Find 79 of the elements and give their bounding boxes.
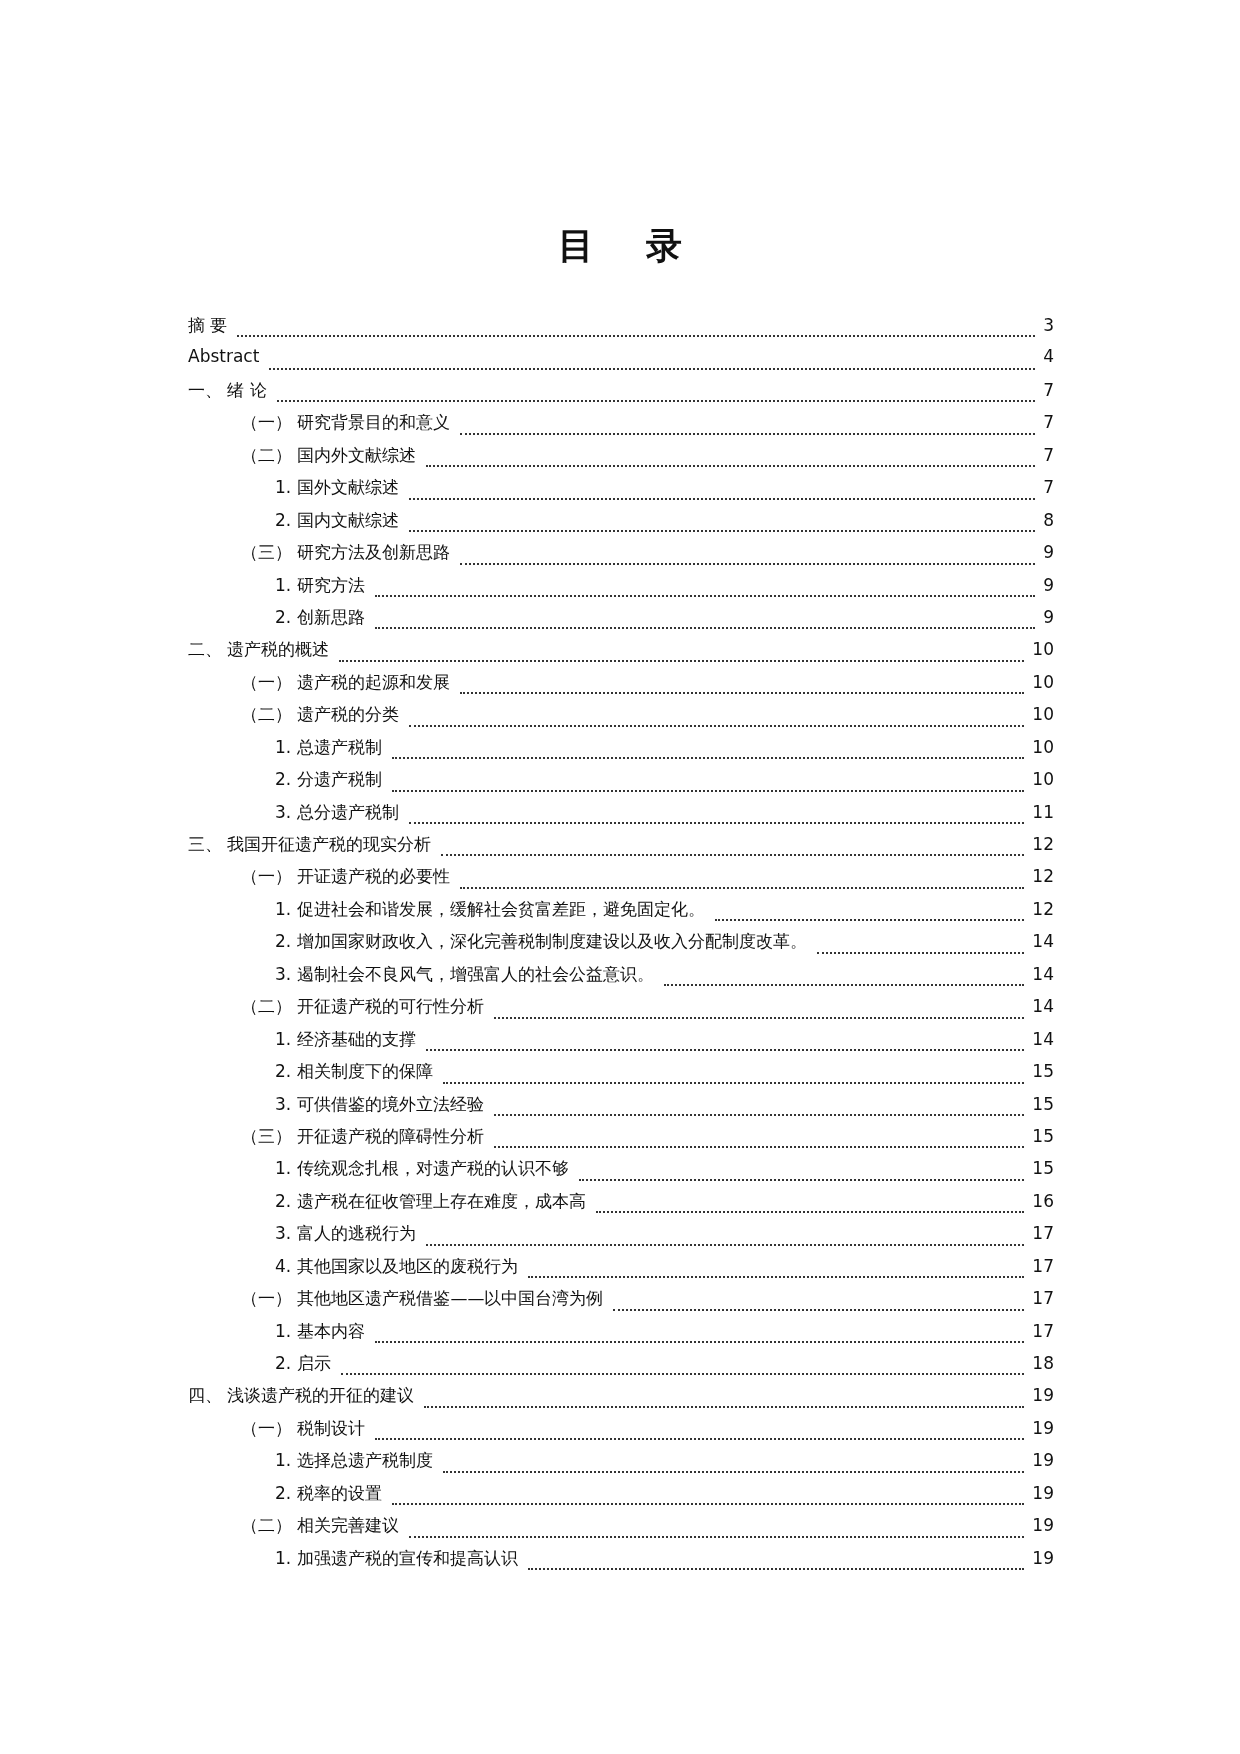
page-number: 10 xyxy=(1032,704,1054,725)
page-number: 19 xyxy=(1032,1482,1054,1503)
page-number: 15 xyxy=(1032,1061,1054,1082)
toc-entry: 4. 其他国家以及地区的废税行为 xyxy=(275,1254,518,1278)
page-number: 9 xyxy=(1043,542,1054,563)
toc-entry: （二） 遗产税的分类 xyxy=(241,703,400,727)
toc-entry: 1. 传统观念扎根，对遗产税的认识不够 xyxy=(275,1157,569,1181)
page-number: 15 xyxy=(1032,1093,1054,1114)
toc-entry: 2. 遗产税在征收管理上存在难度，成本高 xyxy=(275,1189,586,1213)
page-number: 9 xyxy=(1043,574,1054,595)
toc-entry: （二） 相关完善建议 xyxy=(241,1514,400,1538)
toc-entry: 2. 相关制度下的保障 xyxy=(275,1060,433,1084)
page-number: 12 xyxy=(1032,898,1054,919)
toc-entry: 摘 要 xyxy=(188,314,228,337)
toc-entry: 1. 选择总遗产税制度 xyxy=(275,1449,433,1473)
toc-entry: （一） 其他地区遗产税借鉴——以中国台湾为例 xyxy=(241,1287,604,1311)
page-number: 9 xyxy=(1043,606,1054,627)
page-number: 16 xyxy=(1032,1190,1054,1211)
toc-entry: 3. 遏制社会不良风气，增强富人的社会公益意识。 xyxy=(275,962,654,986)
page-number: 7 xyxy=(1043,412,1054,433)
toc-entry: （一） 研究背景目的和意义 xyxy=(241,411,451,435)
page-number: 19 xyxy=(1032,1385,1054,1406)
page-number: 15 xyxy=(1032,1158,1054,1179)
toc-entry: Abstract xyxy=(188,346,260,367)
toc-entry: 一、 绪 论 xyxy=(188,378,267,402)
page-number: 12 xyxy=(1032,834,1054,854)
toc-entry: 1. 国外文献综述 xyxy=(275,476,399,500)
page-number: 19 xyxy=(1032,1417,1054,1438)
toc-entry: 2. 创新思路 xyxy=(275,605,365,629)
page-number: 7 xyxy=(1043,477,1054,498)
page-number: 19 xyxy=(1032,1515,1054,1536)
toc-entry: 2. 启示 xyxy=(275,1352,331,1375)
toc-entry: （二） 国内外文献综述 xyxy=(241,443,417,467)
toc-entry: 2. 国内文献综述 xyxy=(275,508,399,532)
toc-entry: （一） 遗产税的起源和发展 xyxy=(241,670,451,694)
toc-entry: 2. 分遗产税制 xyxy=(275,768,382,792)
toc-entry: 3. 可供借鉴的境外立法经验 xyxy=(275,1092,484,1116)
page-number: 10 xyxy=(1032,769,1054,790)
page-number: 4 xyxy=(1043,346,1054,367)
toc-entry: （三） 开征遗产税的障碍性分析 xyxy=(241,1124,485,1148)
page-number: 18 xyxy=(1032,1353,1054,1373)
page-number: 14 xyxy=(1032,1028,1054,1049)
page-number: 15 xyxy=(1032,1125,1054,1146)
page-number: 8 xyxy=(1043,509,1054,530)
toc-entry: （一） 税制设计 xyxy=(241,1416,366,1440)
page-number: 19 xyxy=(1032,1450,1054,1471)
page-number: 10 xyxy=(1032,736,1054,757)
page-number: 12 xyxy=(1032,866,1054,887)
toc-entry: 1. 加强遗产税的宣传和提高认识 xyxy=(275,1546,518,1570)
page-number: 14 xyxy=(1032,963,1054,984)
toc-entry: 二、 遗产税的概述 xyxy=(188,638,330,662)
toc-entry: 1. 经济基础的支撑 xyxy=(275,1027,416,1051)
page-number: 17 xyxy=(1032,1320,1054,1341)
toc-entry: 三、 我国开征遗产税的现实分析 xyxy=(188,833,432,856)
toc-entry: 1. 总遗产税制 xyxy=(275,735,382,759)
page-number: 7 xyxy=(1043,444,1054,465)
toc-entry: 3. 富人的逃税行为 xyxy=(275,1222,416,1246)
page-number: 14 xyxy=(1032,996,1054,1017)
page-number: 17 xyxy=(1032,1223,1054,1244)
toc-entry: 2. 增加国家财政收入，深化完善税制制度建设以及收入分配制度改革。 xyxy=(275,930,807,954)
toc-entry: （三） 研究方法及创新思路 xyxy=(241,541,451,565)
page-number: 3 xyxy=(1043,315,1054,335)
page-number: 11 xyxy=(1032,801,1054,822)
page-number: 10 xyxy=(1032,639,1054,660)
page-number: 14 xyxy=(1032,931,1054,952)
toc-entry: 1. 促进社会和谐发展，缓解社会贫富差距，避免固定化。 xyxy=(275,897,705,921)
toc-entry: （一） 开证遗产税的必要性 xyxy=(241,865,451,889)
page-title: 目 录 xyxy=(556,224,684,268)
toc-entry: 1. 基本内容 xyxy=(275,1319,365,1343)
toc-entry: 四、 浅谈遗产税的开征的建议 xyxy=(188,1384,415,1408)
page-number: 10 xyxy=(1032,671,1054,692)
toc-entry: 3. 总分遗产税制 xyxy=(275,800,399,824)
toc-entry: 1. 研究方法 xyxy=(275,573,365,597)
toc-entry: （二） 开征遗产税的可行性分析 xyxy=(241,995,485,1019)
page-number: 17 xyxy=(1032,1255,1054,1276)
toc-entry: 2. 税率的设置 xyxy=(275,1481,382,1505)
page-number: 19 xyxy=(1032,1547,1054,1568)
page-number: 17 xyxy=(1032,1288,1054,1309)
page-number: 7 xyxy=(1043,379,1054,400)
